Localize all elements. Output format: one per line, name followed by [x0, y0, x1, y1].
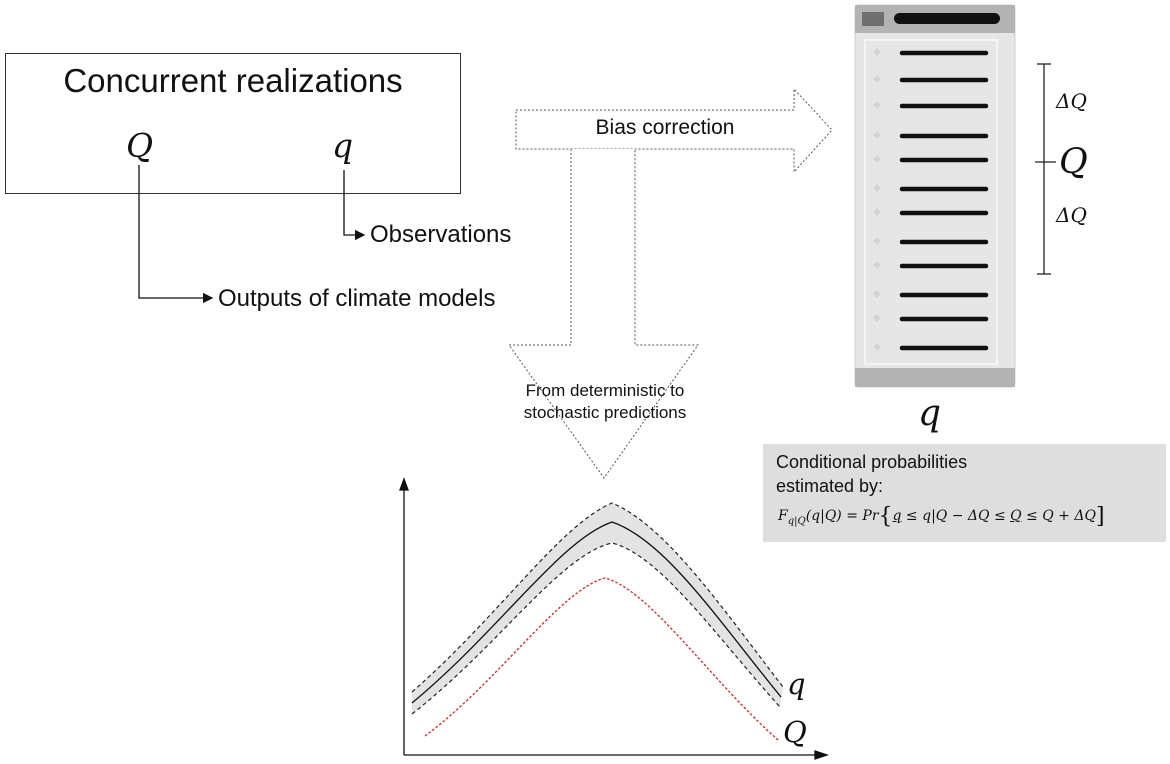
curve-q-label: q: [787, 667, 806, 701]
connector-q-observations: [343, 170, 366, 241]
conditional-title-line2: estimated by:: [776, 476, 884, 496]
observation-symbol-q: q: [332, 126, 354, 165]
stochastic-arrow: [508, 149, 699, 479]
observations-label: Observations: [370, 221, 512, 248]
sorted-values-panel: [854, 4, 1016, 388]
formula-end: ≤ Q + ΔQ: [1021, 508, 1096, 524]
curve-Q-label: Q: [783, 715, 807, 749]
formula-subscript: q|Q: [787, 515, 806, 527]
lower-bound-curve: [411, 542, 781, 715]
concurrent-title: Concurrent realizations: [63, 62, 403, 99]
bias-correction-label: Bias correction: [595, 116, 735, 139]
delta-bracket: [1035, 63, 1056, 275]
stochastic-label: From deterministic to stochastic predict…: [490, 380, 720, 424]
delta-Q-bottom-label: ΔQ: [1056, 203, 1087, 227]
conditional-title-line1: Conditional probabilities: [776, 452, 968, 472]
concurrent-realizations-box: [5, 53, 461, 194]
upper-bound-curve: [411, 502, 784, 693]
delta-Q-top-label: ΔQ: [1056, 89, 1087, 113]
formula-open-brace: {: [878, 504, 893, 529]
formula-q-underlined: q: [892, 508, 902, 524]
conditional-probabilities-box: [763, 444, 1166, 542]
model-output-curve: [424, 577, 779, 741]
panel-q-label: q: [918, 393, 942, 434]
model-symbol-Q: Q: [126, 126, 154, 165]
bias-correction-arrow: [515, 87, 833, 174]
uncertainty-band: [412, 503, 783, 714]
panel-rows: [873, 48, 989, 351]
median-curve: [411, 521, 782, 704]
stochastic-label-line1: From deterministic to: [525, 381, 685, 400]
center-Q-label: Q: [1059, 142, 1088, 182]
connector-Q-outputs: [138, 165, 214, 304]
outputs-label: Outputs of climate models: [218, 285, 496, 312]
formula-F: F: [778, 508, 788, 524]
plot-axes: [399, 477, 830, 760]
formula-middle: ≤ q|Q − ΔQ ≤: [901, 508, 1011, 524]
formula-arg: (q|Q) = Pr: [805, 508, 879, 524]
conditional-formula: Fq|Q(q|Q) = Pr{q ≤ q|Q − ΔQ ≤ Q ≤ Q + ΔQ…: [778, 504, 1105, 529]
formula-Q-underlined: Q: [1010, 508, 1022, 524]
stochastic-label-line2: stochastic predictions: [523, 402, 687, 422]
formula-close-bracket: ]: [1095, 504, 1105, 529]
